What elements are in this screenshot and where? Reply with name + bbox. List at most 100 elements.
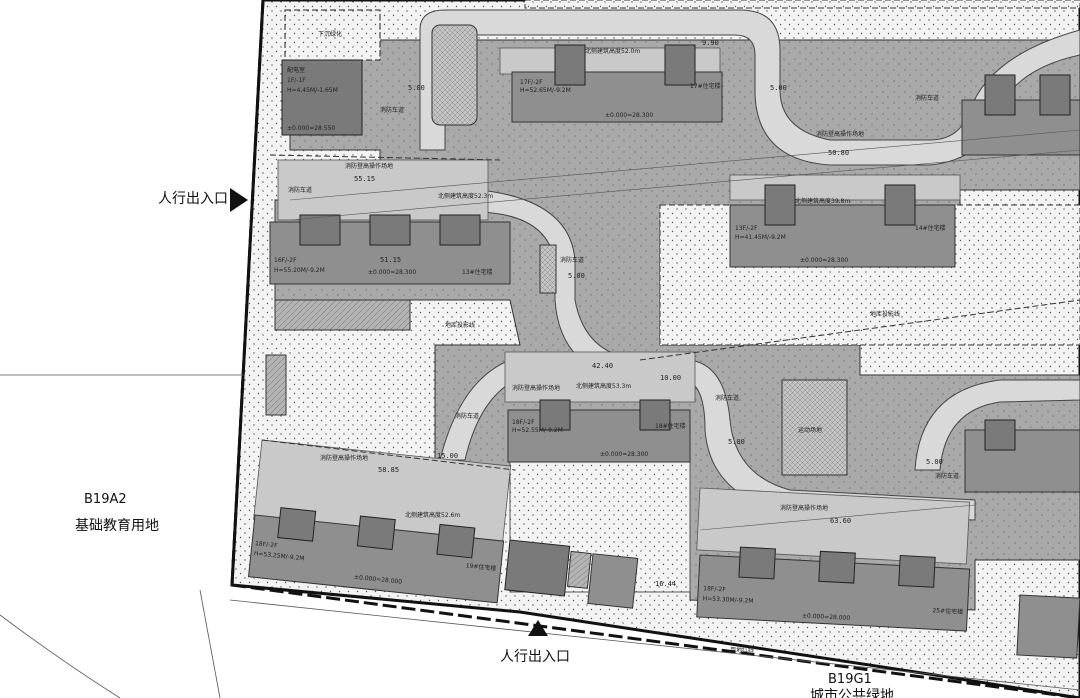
dim-10-00: 10.00	[660, 374, 681, 382]
label-height-52-3: 北侧建筑高度52.3m	[438, 192, 493, 200]
dash-line-1	[269, 154, 501, 161]
power-room-zero: ±0.000=28.550	[287, 125, 335, 132]
south-entrance-arrow-icon	[528, 620, 548, 636]
building-east-bottom	[1016, 594, 1080, 659]
b25-floors: 18F/-2F	[703, 585, 726, 593]
planter-hatch	[431, 24, 478, 126]
dim-50-80: 50.80	[828, 149, 849, 157]
label-fire-lane-5: 消防车道	[455, 412, 479, 420]
west-equipment	[274, 299, 411, 331]
dim-58-85: 58.85	[378, 466, 399, 474]
b14-floors: 13F/-2F	[735, 225, 758, 232]
b19-name: 19#住宅楼	[465, 561, 496, 572]
building-13: 16F/-2F H=55.20M/-9.2M 13#住宅楼 ±0.000=28.…	[269, 214, 511, 285]
label-fire-op-1: 消防登高操作场地	[345, 162, 393, 170]
power-room-name: 配电室	[287, 66, 305, 74]
external-road-line	[199, 589, 221, 698]
b18-floors: 18F/-2F	[512, 419, 535, 426]
label-height-39-8: 北侧建筑高度39.8m	[795, 197, 850, 205]
south-entrance-label: 人行出入口	[500, 649, 570, 665]
west-plot-code: B19A2	[84, 492, 127, 507]
dim-5-00-e: 5.00	[926, 458, 943, 466]
fire-lane-east	[914, 379, 1080, 471]
power-room	[281, 59, 363, 136]
external-road-curve	[0, 614, 121, 698]
sports-field-label: 运动场地	[798, 426, 822, 434]
power-room-floors: 1F/-1F	[287, 77, 306, 84]
label-fire-lane-1: 消防车道	[380, 106, 404, 114]
label-property-line: 用地红线	[730, 646, 754, 654]
fire-op-pad-18	[504, 351, 696, 403]
sight-line-2	[289, 149, 1080, 221]
dim-51-15: 51.15	[380, 256, 401, 264]
south-plot-code: B19G1	[828, 672, 872, 687]
b18-name: 18#住宅楼	[655, 422, 686, 430]
west-equipment-2	[265, 354, 287, 416]
west-entrance-arrow-icon	[230, 188, 248, 212]
green-court-north	[524, 0, 1080, 9]
b13-floors: 16F/-2F	[274, 257, 297, 264]
b25-name: 25#住宅楼	[932, 606, 963, 616]
fire-lane-north	[419, 9, 1080, 166]
b14-elev: H=41.45M/-9.2M	[735, 234, 786, 241]
dim-16-44: 16.44	[655, 580, 676, 588]
label-height-52-6: 北侧建筑高度52.6m	[405, 511, 460, 519]
boundary-dash-south	[231, 583, 1080, 698]
label-fire-lane-2: 消防车道	[288, 186, 312, 194]
b17-zero: ±0.000=28.300	[605, 112, 653, 119]
dim-55-15: 55.15	[354, 175, 375, 183]
stair-box	[539, 244, 557, 294]
building-25: 18F/-2F H=53.30M/-9.2M 25#住宅楼 ±0.000=28.…	[696, 546, 971, 632]
dim-5-00-b: 5.00	[770, 84, 787, 92]
sight-line-1	[289, 129, 1080, 201]
b14-name: 14#住宅楼	[915, 224, 946, 232]
b18-zero: ±0.000=28.300	[600, 451, 648, 458]
b17-name: 17#住宅楼	[690, 82, 721, 90]
b18-elev: H=52.55M/-9.2M	[512, 427, 563, 434]
label-fire-lane-6: 消防车道	[715, 394, 739, 402]
sports-field	[781, 379, 848, 476]
building-power-south	[504, 539, 639, 609]
building-14: 13F/-2F H=41.45M/-9.2M 14#住宅楼 ±0.000=28.…	[729, 184, 956, 268]
dim-9-90: 9.90	[702, 39, 719, 47]
dim-5-00-d: 5.00	[728, 438, 745, 446]
label-fire-op-5: 消防登高操作场地	[780, 504, 828, 512]
building-18: 18F/-2F H=52.55M/-9.2M 18#住宅楼 ±0.000=28.…	[507, 399, 691, 463]
label-underground: 地库投影线	[445, 321, 475, 329]
boundary-dash-west	[230, 0, 265, 586]
dim-15-00: 15.00	[437, 452, 458, 460]
b17-floors: 17F/-2F	[520, 79, 543, 86]
dim-5-00-a: 5.00	[408, 84, 425, 92]
b17-elev: H=52.65M/-9.2M	[520, 87, 571, 94]
b25-zero: ±0.000=28.000	[802, 612, 851, 622]
building-17: 17F/-2F H=52.65M/-9.2M 17#住宅楼 ±0.000=28.…	[511, 44, 723, 123]
label-fire-op-2: 消防登高操作场地	[816, 130, 864, 138]
label-fire-lane-4: 消防车道	[560, 256, 584, 264]
dim-42-40: 42.40	[592, 362, 613, 370]
sunken-green	[284, 9, 381, 61]
sunken-green-label: 下沉绿化	[318, 30, 342, 38]
south-plot-use: 城市公共绿地	[810, 687, 894, 698]
dim-5-00-c: 5.00	[568, 272, 585, 280]
dash-line-3	[261, 439, 516, 471]
label-fire-lane-3: 消防车道	[915, 94, 939, 102]
fire-op-pad-13	[277, 159, 489, 221]
building-east-mid	[964, 419, 1080, 493]
building-east-top	[961, 74, 1080, 156]
label-fire-op-3: 消防登高操作场地	[512, 384, 560, 392]
external-road-south	[229, 599, 1080, 691]
label-height-52-0: 北侧建筑高度52.0m	[585, 47, 640, 55]
power-room-elev: H=4.45M/-1.65M	[287, 87, 338, 94]
west-plot-use: 基础教育用地	[75, 517, 159, 534]
sight-line-3	[699, 504, 976, 531]
west-entrance-label: 人行出入口	[158, 191, 228, 207]
b14-zero: ±0.000=28.300	[800, 257, 848, 264]
b19-floors: 18F/-2F	[255, 540, 279, 549]
label-fire-op-4: 消防登高操作场地	[320, 454, 368, 462]
building-19: 18F/-2F H=53.25M/-9.2M 19#住宅楼 ±0.000=28.…	[247, 507, 505, 604]
b25-elev: H=53.30M/-9.2M	[703, 595, 754, 605]
b13-zero: ±0.000=28.300	[368, 269, 416, 276]
label-fire-lane-7: 消防车道	[935, 472, 959, 480]
dim-63-60: 63.60	[830, 517, 851, 525]
